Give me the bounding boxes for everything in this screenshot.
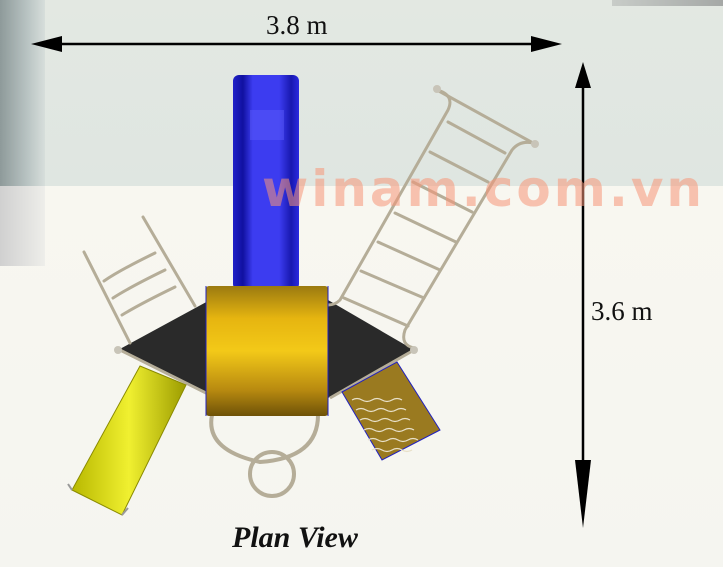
straight-slide <box>233 75 299 290</box>
background-top-right-edge <box>612 0 723 6</box>
background-left-shade <box>0 0 45 186</box>
long-ladder <box>326 88 535 350</box>
background-wall <box>0 0 723 186</box>
wavy-climbing-panel <box>341 361 441 461</box>
background-left-shade-lower <box>0 186 45 266</box>
small-slide <box>67 365 187 516</box>
depth-dimension-arrow <box>575 62 591 528</box>
central-tube-platform <box>205 286 329 416</box>
ladder-top-knob-left <box>433 85 441 93</box>
right-deck-knob <box>410 346 418 354</box>
width-dimension-label: 3.8 m <box>266 10 328 40</box>
short-ladder <box>82 215 197 345</box>
diagram-title: Plan View <box>232 521 358 554</box>
ring-hoops <box>209 414 320 498</box>
right-deck <box>328 300 414 398</box>
left-deck <box>118 300 210 395</box>
left-deck-rail <box>119 348 211 397</box>
ladder-top-knob-right <box>531 140 539 148</box>
watermark: winam.com.vn <box>262 160 706 218</box>
width-dimension-arrow <box>31 36 562 52</box>
depth-dimension-label: 3.6 m <box>591 296 653 326</box>
left-deck-knob <box>114 346 122 354</box>
right-deck-rail <box>329 348 415 400</box>
